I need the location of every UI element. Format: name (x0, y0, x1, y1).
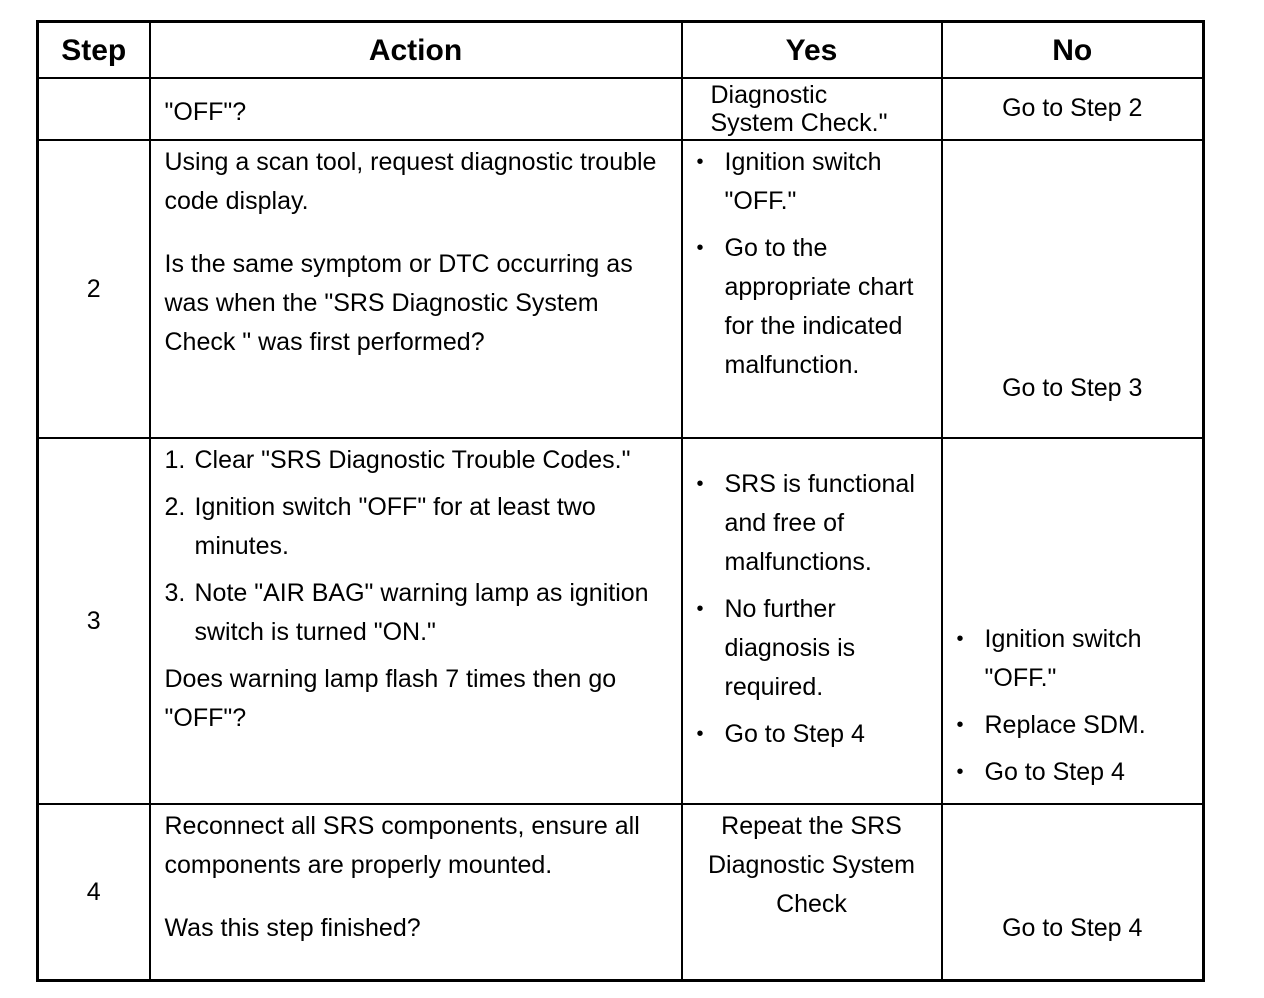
table-row: 2 Using a scan tool, request diagnostic … (36, 139, 1205, 439)
list-item: 1.Clear "SRS Diagnostic Trouble Codes." (164, 446, 631, 474)
no-cell: Go to Step 4 (940, 803, 1205, 982)
no-cell: •Ignition switch "OFF." •Replace SDM. •G… (940, 437, 1205, 805)
action-cell: 1.Clear "SRS Diagnostic Trouble Codes." … (148, 437, 683, 805)
bullet-icon: • (696, 598, 704, 620)
list-item: •Ignition switch "OFF." (695, 143, 933, 221)
action-question: Does warning lamp flash 7 times then go … (164, 665, 617, 732)
bullet-icon: • (696, 723, 704, 745)
action-text: Reconnect all SRS components, ensure all… (164, 812, 640, 879)
no-text: Go to Step 3 (1002, 374, 1143, 402)
action-question: Was this step finished? (164, 914, 421, 942)
action-question: Is the same symptom or DTC occurring as … (164, 250, 633, 356)
header-action: Action (148, 20, 683, 79)
list-item: •SRS is functional and free of malfuncti… (695, 465, 933, 582)
header-step: Step (36, 20, 151, 79)
list-item: 2.Ignition switch "OFF" for at least two… (164, 493, 596, 560)
header-row: Step Action Yes No (36, 20, 1205, 79)
action-cell: "OFF"? (148, 77, 683, 141)
action-cell: Using a scan tool, request diagnostic tr… (148, 139, 683, 439)
yes-cell: Repeat the SRS Diagnostic System Check (680, 803, 943, 982)
bullet-icon: • (696, 237, 704, 259)
bullet-icon: • (956, 628, 964, 650)
yes-list: •SRS is functional and free of malfuncti… (695, 465, 933, 754)
bullet-icon: • (956, 714, 964, 736)
bullet-icon: • (696, 151, 704, 173)
action-cell: Reconnect all SRS components, ensure all… (148, 803, 683, 982)
table-row: "OFF"? Diagnostic System Check." Go to S… (36, 77, 1205, 141)
list-item: •Go to the appropriate chart for the ind… (695, 229, 933, 385)
step-number: 2 (36, 139, 151, 439)
list-item: •Go to Step 4 (955, 753, 1197, 792)
no-text: Go to Step 2 (1002, 94, 1143, 122)
table-row: 3 1.Clear "SRS Diagnostic Trouble Codes.… (36, 437, 1205, 805)
bullet-icon: • (956, 761, 964, 783)
list-item: •Ignition switch "OFF." (955, 620, 1197, 698)
yes-text: Repeat the SRS Diagnostic System Check (707, 812, 916, 918)
no-cell: Go to Step 2 (940, 77, 1205, 141)
header-no: No (940, 20, 1205, 79)
yes-cell: •Ignition switch "OFF." •Go to the appro… (680, 139, 943, 439)
yes-cell: Diagnostic System Check." (680, 77, 943, 141)
list-item: 3.Note "AIR BAG" warning lamp as ignitio… (164, 579, 649, 646)
no-text: Go to Step 4 (1002, 914, 1143, 942)
no-list: •Ignition switch "OFF." •Replace SDM. •G… (955, 620, 1197, 792)
action-text: Using a scan tool, request diagnostic tr… (164, 148, 657, 215)
step-number: 4 (36, 803, 151, 982)
table-row: 4 Reconnect all SRS components, ensure a… (36, 803, 1205, 982)
header-yes: Yes (680, 20, 943, 79)
action-text: "OFF"? (164, 98, 247, 126)
list-item: •Go to Step 4 (695, 715, 933, 754)
list-item: •No further diagnosis is required. (695, 590, 933, 707)
action-steps-list: 1.Clear "SRS Diagnostic Trouble Codes." … (165, 441, 673, 652)
list-item: •Replace SDM. (955, 706, 1197, 745)
yes-list: •Ignition switch "OFF." •Go to the appro… (695, 143, 933, 385)
yes-text-line1: Diagnostic (710, 81, 828, 109)
bullet-icon: • (696, 473, 704, 495)
yes-text-line2: System Check." (710, 109, 888, 137)
diagnostic-table: Step Action Yes No "OFF"? Diagnostic Sys… (36, 20, 1205, 982)
step-number: 3 (36, 437, 151, 805)
step-number (36, 77, 151, 141)
yes-cell: •SRS is functional and free of malfuncti… (680, 437, 943, 805)
no-cell: Go to Step 3 (940, 139, 1205, 439)
